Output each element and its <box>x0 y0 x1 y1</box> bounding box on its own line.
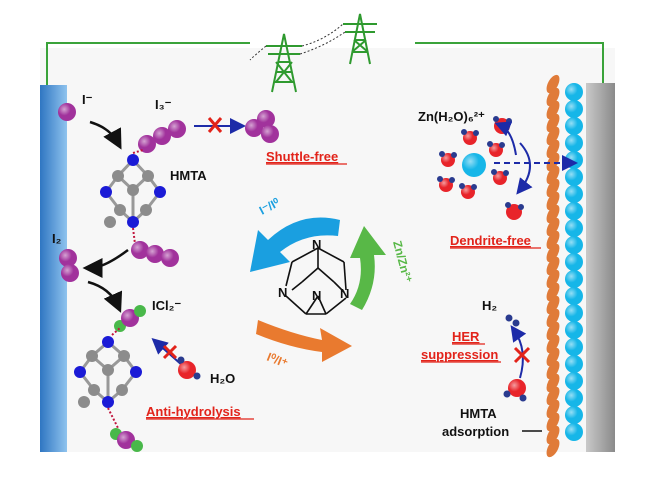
hmta-adsorbed-molecule <box>546 438 560 458</box>
hmta-adsorption-label: adsorption <box>442 424 509 439</box>
hmta-adsorbed-molecule <box>546 425 560 445</box>
hmta-adsorbed-molecule <box>546 178 560 198</box>
hmta-adsorbed-molecule <box>546 373 560 393</box>
hmta-adsorbed-molecule <box>546 126 560 146</box>
hmta-adsorbed-molecule <box>546 360 560 380</box>
arrow-icon <box>82 248 129 278</box>
icl2-molecule <box>114 305 146 332</box>
anti-hydrolysis-label: Anti-hydrolysis <box>146 404 241 419</box>
hmta-adsorbed-molecule <box>546 269 560 289</box>
water-label: H₂O <box>210 371 235 386</box>
hmta-adsorbed-molecule <box>546 113 560 133</box>
arrow-icon <box>87 280 123 313</box>
water-molecule <box>506 204 522 220</box>
her-arrow-icon <box>510 325 527 379</box>
hydrogen-molecule <box>505 314 520 327</box>
hmta-adsorbed-molecule <box>546 217 560 237</box>
iodine-label: I₂ <box>52 231 62 246</box>
hmta-adsorbed-molecule <box>546 204 560 224</box>
cross-mark-icon <box>207 117 223 133</box>
zinc-hydrate-label: Zn(H₂O)₆²⁺ <box>418 109 485 124</box>
water-molecule <box>503 379 527 402</box>
zinc-cycle-arrow-icon <box>350 226 386 310</box>
hmta-adsorbed-molecule <box>546 139 560 159</box>
hmta-structure <box>285 247 347 315</box>
hmta-molecule-upper <box>100 154 166 228</box>
hmta-adsorbed-molecule <box>546 282 560 302</box>
zinc-anode-plate <box>586 83 615 452</box>
icl2-label: ICl₂⁻ <box>152 298 181 313</box>
triiodide-molecule <box>138 120 186 153</box>
hmta-adsorbed-molecule <box>546 152 560 172</box>
cross-mark-icon <box>162 344 178 360</box>
zinc-sphere-layer <box>565 83 583 441</box>
her-suppression-label: suppression <box>421 347 498 362</box>
hmta-adsorption-label: HMTA <box>460 406 497 421</box>
arrow-icon <box>494 121 517 156</box>
triiodide-label: I₃⁻ <box>155 97 172 112</box>
hmta-adsorbed-molecule <box>546 412 560 432</box>
shuttled-triiodide <box>245 110 279 143</box>
iodide-cycle-arrow-icon <box>250 217 340 272</box>
power-tower-icon <box>343 13 377 65</box>
hmta-adsorbed-molecule <box>546 100 560 120</box>
hmta-adsorbed-molecule <box>546 386 560 406</box>
power-tower-icon <box>266 33 302 93</box>
water-molecule <box>177 356 201 380</box>
iodine-chain <box>131 241 179 267</box>
hmta-adsorbed-molecule <box>546 165 560 185</box>
hmta-adsorbed-molecule <box>546 87 560 107</box>
cross-mark-icon <box>513 346 531 364</box>
hmta-adsorbed-molecule <box>546 295 560 315</box>
hmta-adsorbed-molecule <box>546 256 560 276</box>
iodine-cycle-arrow-icon <box>256 320 352 362</box>
her-label: HER <box>452 329 480 344</box>
hmta-adsorbed-molecule <box>546 334 560 354</box>
hmta-adsorbed-molecule <box>546 321 560 341</box>
hydrogen-label: H₂ <box>482 298 497 313</box>
hmta-n-atom: N <box>312 288 321 303</box>
hmta-adsorbed-molecule <box>546 399 560 419</box>
hmta-adsorbed-molecule <box>546 230 560 250</box>
hmta-adsorbed-molecule <box>546 191 560 211</box>
external-circuit <box>46 42 604 85</box>
icl2-bound <box>110 428 143 452</box>
hmta-adsorption-layer <box>546 74 560 458</box>
hmta-adsorbed-molecule <box>546 74 560 94</box>
hmta-n-atom: N <box>312 237 321 252</box>
iodide-ion <box>58 103 76 121</box>
hmta-molecule-lower <box>74 336 142 408</box>
power-lines <box>249 23 346 61</box>
arrow-icon <box>89 120 122 150</box>
arrow-icon <box>516 142 533 195</box>
hmta-label: HMTA <box>170 168 207 183</box>
hmta-n-atom: N <box>340 286 349 301</box>
iodine-molecule <box>59 249 79 282</box>
hmta-adsorbed-molecule <box>546 347 560 367</box>
shuttle-free-label: Shuttle-free <box>266 149 338 164</box>
hmta-n-atom: N <box>278 285 287 300</box>
hmta-adsorbed-molecule <box>546 308 560 328</box>
dendrite-free-label: Dendrite-free <box>450 233 531 248</box>
hmta-adsorbed-molecule <box>546 243 560 263</box>
iodide-label: I⁻ <box>82 92 93 107</box>
zinc-hydrate-cluster <box>437 116 524 220</box>
